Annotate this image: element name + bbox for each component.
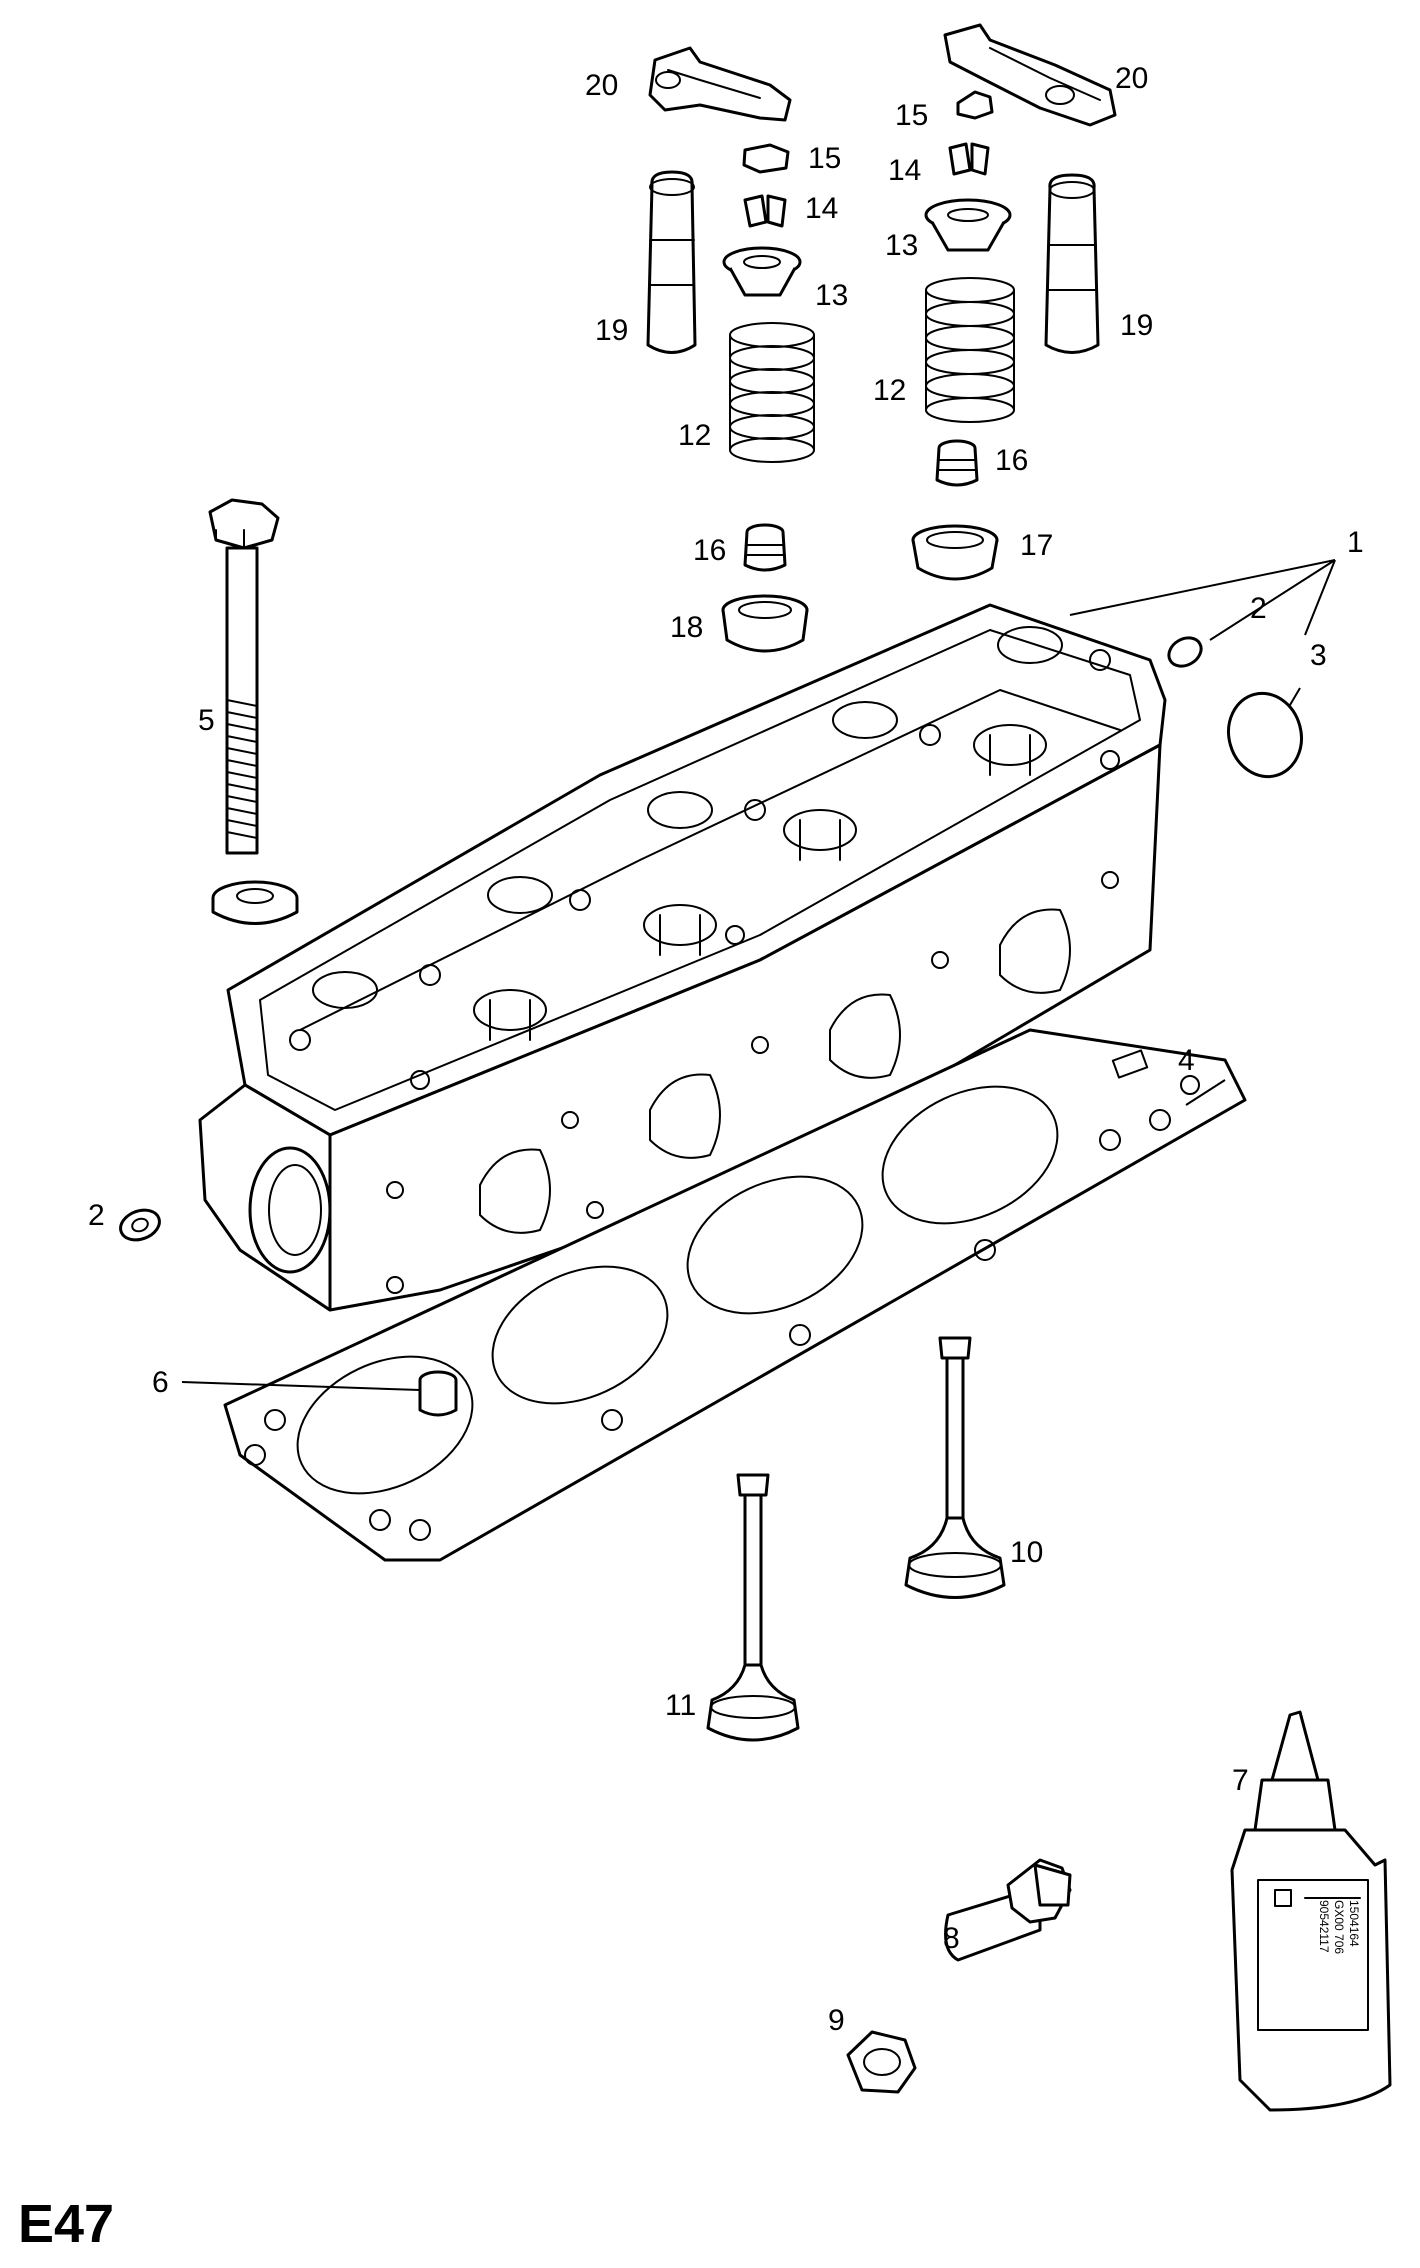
page-code: E47: [18, 2194, 114, 2254]
bottle-label-line-2: GX00 706: [1332, 1900, 1346, 1954]
valve-key-right: [956, 90, 994, 120]
intake-valve: [904, 1336, 1006, 1599]
head-gasket: [223, 1028, 1247, 1562]
callout-13-right: 13: [885, 229, 918, 262]
spring-cap-left: [722, 246, 802, 297]
callout-14-right: 14: [888, 154, 921, 187]
svg-text:90542117: 90542117: [1317, 1900, 1331, 1953]
callout-12-right: 12: [873, 374, 906, 407]
sealant-bottle: [1230, 1710, 1392, 2112]
valve-spring-right: [925, 277, 1015, 423]
cylinder-head: [198, 603, 1167, 1312]
collet-right: [948, 142, 990, 176]
callout-6: 6: [152, 1366, 169, 1399]
callout-18: 18: [670, 611, 703, 644]
callout-15-right: 15: [895, 99, 928, 132]
callout-16-right: 16: [995, 444, 1028, 477]
rocker-arm-right: [943, 23, 1117, 127]
dowel-sleeve-left: [119, 1208, 161, 1242]
callout-labels: 20 20 15 15 14 14 13 13 19 19 12 12 16 1…: [88, 62, 1364, 2037]
hydraulic-lifter-right: [1044, 173, 1100, 354]
spring-cap-right: [924, 198, 1012, 252]
callout-3: 3: [1310, 639, 1327, 672]
callout-1: 1: [1347, 526, 1364, 559]
collet-left: [743, 194, 787, 228]
flange-nut: [846, 2030, 917, 2094]
rocker-arm-left: [648, 46, 792, 122]
callout-19-right: 19: [1120, 309, 1153, 342]
hydraulic-lifter-left: [646, 170, 697, 354]
valve-key-left: [742, 143, 790, 174]
callout-14-left: 14: [805, 192, 838, 225]
dowel-sleeve-6: [418, 1370, 458, 1417]
callout-13-left: 13: [815, 279, 848, 312]
callout-19-left: 19: [595, 314, 628, 347]
callout-2-right: 2: [1250, 592, 1267, 625]
flange-bolt: [944, 1858, 1072, 1962]
valve-stem-seal-left: [743, 523, 787, 572]
callout-9: 9: [828, 2004, 845, 2037]
expansion-plug: [1227, 691, 1303, 779]
valve-spring-left: [729, 322, 815, 463]
callout-4: 4: [1178, 1044, 1195, 1077]
exhaust-valve: [706, 1473, 800, 1742]
cylinder-head-bolt: [208, 498, 280, 855]
callout-11: 11: [665, 1689, 696, 1722]
callout-2-left: 2: [88, 1199, 105, 1232]
spring-seat-18: [721, 594, 809, 653]
callout-20-left: 20: [585, 69, 618, 102]
spring-seat-17: [911, 524, 999, 581]
callout-15-left: 15: [808, 142, 841, 175]
valve-stem-seal-right: [935, 439, 979, 487]
dowel-sleeve-right: [1167, 636, 1203, 668]
callout-17: 17: [1020, 529, 1053, 562]
callout-20-right: 20: [1115, 62, 1148, 95]
callout-10: 10: [1010, 1536, 1043, 1569]
callout-12-left: 12: [678, 419, 711, 452]
svg-text:GX00 706: GX00 706: [1332, 1900, 1346, 1954]
bottle-label-line-1: 90542117: [1317, 1900, 1331, 1953]
svg-text:1504164: 1504164: [1347, 1900, 1361, 1947]
leader-lines: [181, 559, 1336, 1391]
callout-8: 8: [943, 1922, 960, 1955]
bottle-label-line-3: 1504164: [1347, 1900, 1361, 1947]
callout-5: 5: [198, 704, 215, 737]
bolt-washer: [211, 880, 299, 925]
callout-7: 7: [1232, 1764, 1249, 1797]
callout-16-left: 16: [693, 534, 726, 567]
